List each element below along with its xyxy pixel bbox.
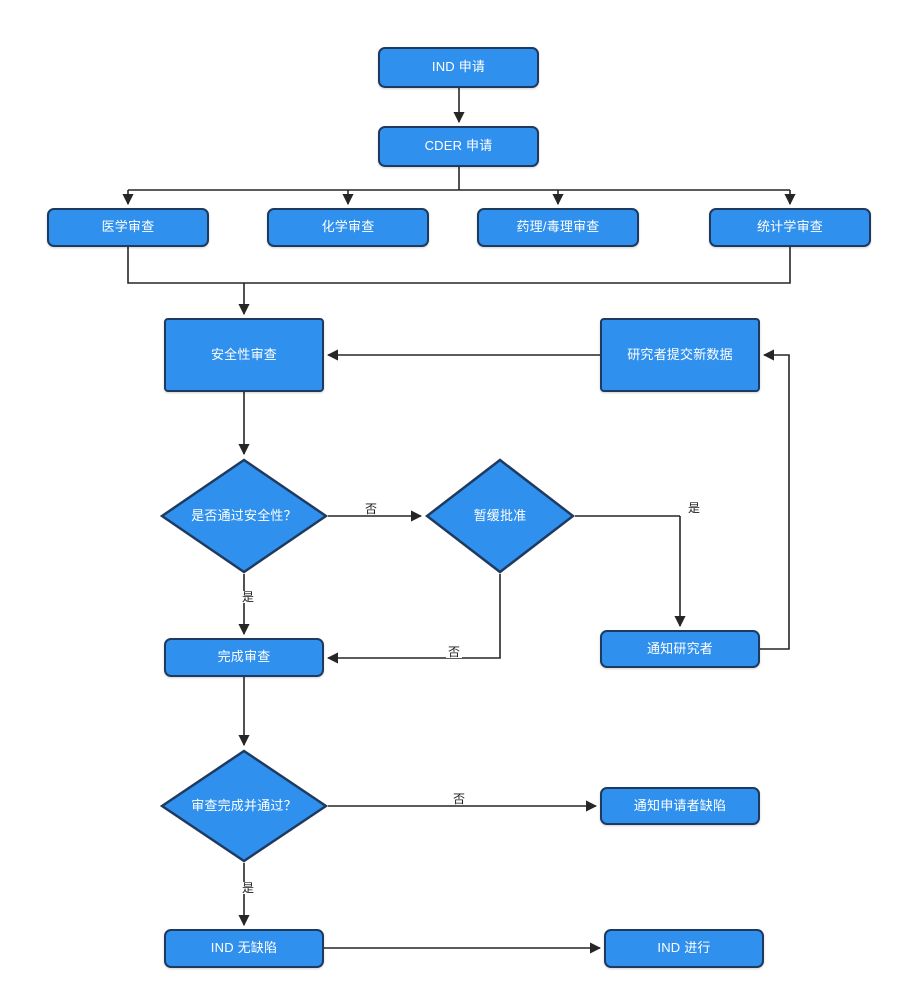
node-statistics-review[interactable]: 统计学审查 (709, 208, 871, 247)
node-label: 药理/毒理审查 (516, 219, 600, 235)
node-label: CDER 申请 (424, 138, 493, 154)
node-label: 通知研究者 (646, 640, 713, 656)
edge-label-hold-no: 否 (446, 645, 463, 659)
node-label: IND 进行 (657, 940, 711, 956)
edge-label-hold-yes: 是 (686, 501, 703, 515)
node-safety-decision[interactable]: 是否通过安全性？ (160, 458, 328, 574)
node-cder-application[interactable]: CDER 申请 (378, 126, 539, 167)
node-safety-review[interactable]: 安全性审查 (164, 318, 324, 392)
edge-notify-to-newdata (760, 349, 790, 650)
diamond-shape (160, 458, 328, 574)
node-label: 统计学审查 (756, 219, 823, 235)
node-notify-sponsor[interactable]: 通知研究者 (600, 630, 760, 668)
node-complete-review[interactable]: 完成审查 (164, 638, 324, 677)
diamond-shape (160, 749, 328, 863)
node-ind-application[interactable]: IND 申请 (378, 47, 539, 88)
node-label: 研究者提交新数据 (627, 346, 733, 362)
node-label: 安全性审查 (210, 346, 277, 362)
node-label: 是否通过安全性？ (191, 507, 297, 523)
node-medical-review[interactable]: 医学审查 (47, 208, 209, 247)
node-label: IND 无缺陷 (210, 940, 278, 956)
node-label: 完成审查 (217, 649, 271, 665)
edge-medical-merge (127, 247, 791, 284)
node-clinical-hold[interactable]: 暂缓批准 (425, 458, 575, 574)
edge-hold-no-to-complete (326, 574, 501, 664)
node-ind-no-deficiency[interactable]: IND 无缺陷 (164, 929, 324, 968)
node-label: 通知申请者缺陷 (633, 797, 727, 813)
diamond-shape (425, 458, 575, 574)
node-review-complete-decision[interactable]: 审查完成并通过？ (160, 749, 328, 863)
edge-label-review-no: 否 (451, 792, 468, 806)
node-chemistry-review[interactable]: 化学审查 (267, 208, 429, 247)
node-label: 暂缓批准 (473, 507, 527, 523)
edge-label-safety-yes: 是 (240, 590, 257, 604)
edge-label-review-yes: 是 (240, 881, 257, 895)
node-label: 化学审查 (321, 219, 375, 235)
node-label: IND 申请 (431, 59, 486, 75)
node-sponsor-submits-new-data[interactable]: 研究者提交新数据 (600, 318, 760, 392)
node-label: 审查完成并通过？ (191, 797, 297, 813)
edge-label-safety-no: 否 (363, 502, 380, 516)
node-label: 医学审查 (101, 219, 155, 235)
node-notify-applicant-deficiency[interactable]: 通知申请者缺陷 (600, 787, 760, 825)
node-ind-proceed[interactable]: IND 进行 (604, 929, 764, 968)
node-pharmacology-toxicology-review[interactable]: 药理/毒理审查 (477, 208, 639, 247)
